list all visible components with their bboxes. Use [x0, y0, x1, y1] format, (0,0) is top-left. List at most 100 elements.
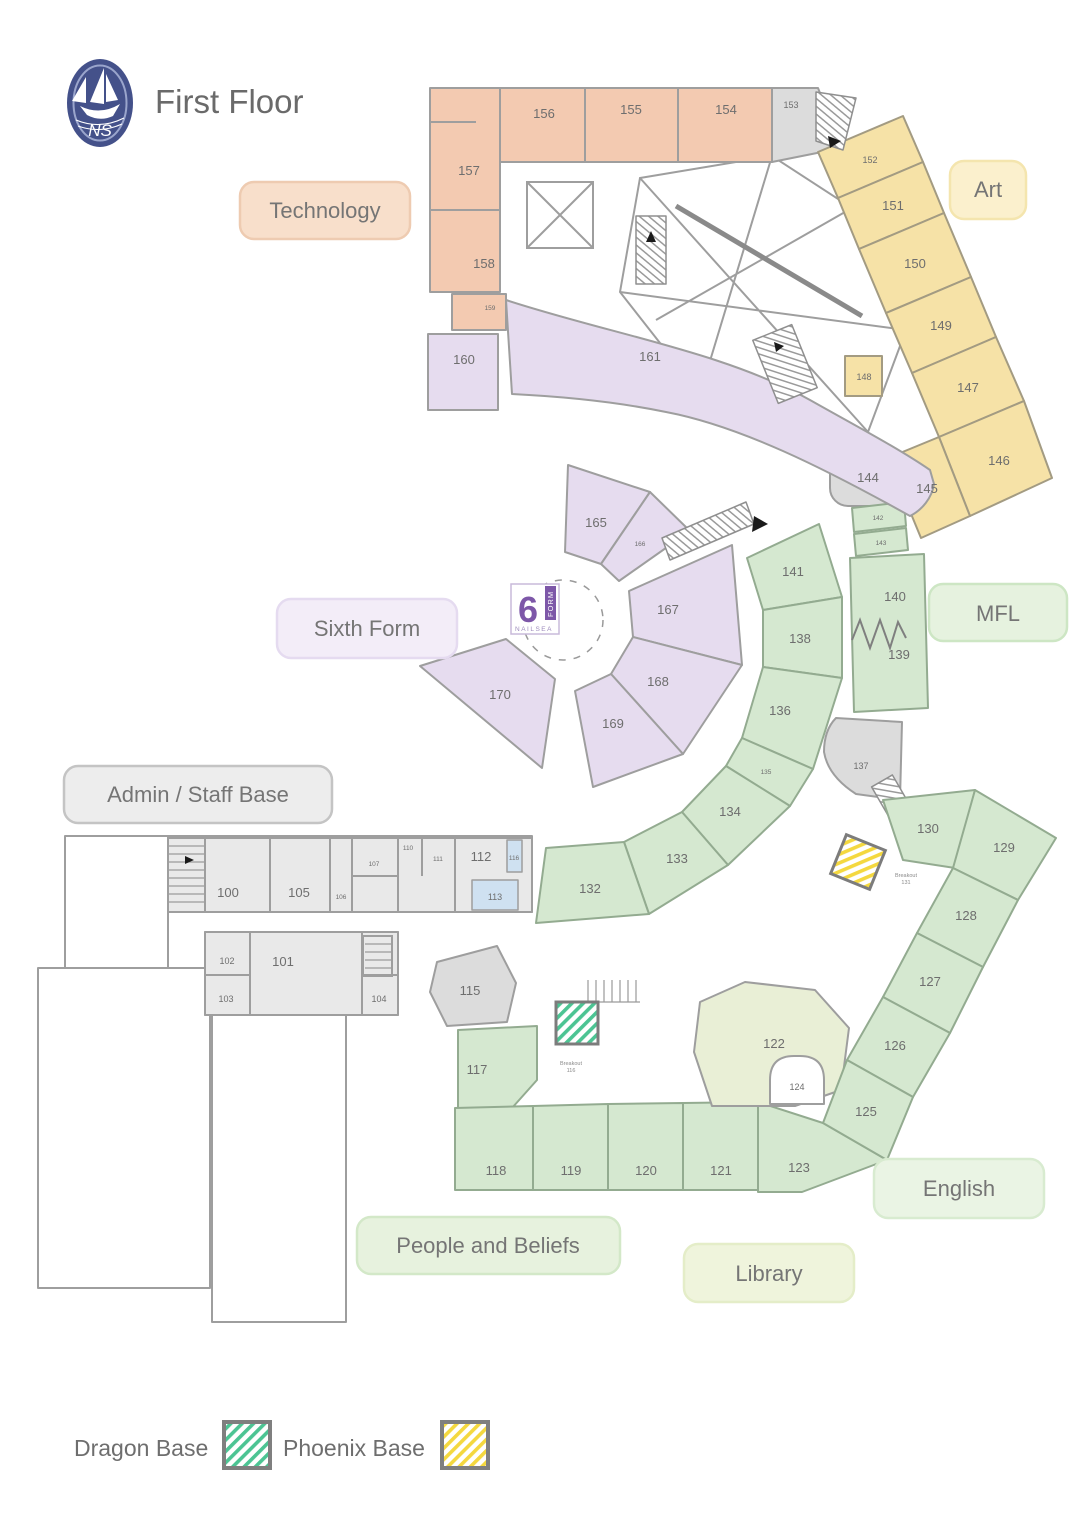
admin-label-box	[62, 764, 334, 825]
sixth-form-logo-numeral: 6	[518, 589, 538, 630]
room-113-label: 113	[488, 892, 502, 902]
stairs-arrow-ring	[752, 516, 768, 532]
room-147-label: 147	[957, 380, 979, 395]
room-117-shape	[457, 1025, 538, 1109]
room-141-label: 141	[782, 564, 804, 579]
southwest-hall-shape	[37, 967, 211, 1289]
room-129-label: 129	[993, 840, 1015, 855]
room-102-label: 102	[219, 956, 234, 966]
room-101-label: 101	[272, 954, 294, 969]
room-126-label: 126	[884, 1038, 906, 1053]
room-139-label: 139	[888, 647, 910, 662]
room-130-label: 130	[917, 821, 939, 836]
room-124-label: 124	[789, 1082, 804, 1092]
room-119-label: 119	[561, 1163, 582, 1178]
room-140-139-shape	[849, 553, 929, 713]
school-logo-ring	[72, 64, 128, 142]
room-120-label: 120	[635, 1163, 657, 1178]
room-155-label: 155	[620, 102, 642, 117]
stairs-101	[362, 935, 393, 977]
room-128-label: 128	[955, 908, 977, 923]
room-123-label: 123	[788, 1160, 810, 1175]
room-100-shape	[204, 837, 271, 913]
room-107-label: 107	[369, 861, 380, 868]
room-150-label: 150	[904, 256, 926, 271]
room-105-label: 105	[288, 885, 310, 900]
breakout-english-line2: 131	[901, 880, 910, 886]
room-111-label: 111	[433, 856, 443, 863]
room-160-label: 160	[453, 352, 475, 367]
room-132-label: 132	[579, 881, 601, 896]
breakout-south-line2: 116	[567, 1068, 576, 1074]
legend-phoenix-base-swatch	[440, 1420, 490, 1470]
room-125-label: 125	[855, 1104, 877, 1119]
room-168-label: 168	[647, 674, 669, 689]
stairs-atrium-west	[635, 215, 667, 285]
room-115-label: 115	[460, 983, 481, 998]
room-169-label: 169	[602, 716, 624, 731]
room-labels: 156 155 154 153 157 158 159 160 161 152 …	[217, 100, 1015, 1178]
page-title: First Floor	[155, 83, 304, 120]
south-wing	[454, 980, 888, 1193]
escalator-line	[674, 203, 864, 319]
library-label-box	[682, 1242, 856, 1304]
room-153-label: 153	[783, 100, 798, 110]
english-label: English	[923, 1176, 995, 1201]
room-132-shape	[535, 841, 650, 924]
room-166-label: 166	[635, 541, 646, 548]
room-137-label: 137	[853, 761, 868, 771]
room-158-shape	[429, 209, 501, 293]
room-165-label: 165	[585, 515, 607, 530]
room-148-label: 148	[856, 372, 871, 382]
breakout-south-line1: Breakout	[560, 1061, 582, 1067]
stairs-arrow-atrium-west	[646, 231, 656, 242]
sixth-form-logo-form: FORM	[546, 591, 555, 617]
people-and-beliefs-label: People and Beliefs	[396, 1233, 579, 1258]
room-124-shape	[769, 1055, 825, 1105]
library-label: Library	[735, 1261, 802, 1286]
room-157-shape	[429, 87, 501, 211]
stairs-and-markers	[554, 91, 888, 1046]
room-137-shape	[823, 717, 903, 801]
art-label-box	[948, 159, 1028, 221]
people-and-beliefs-label-box	[355, 1215, 622, 1276]
room-110-label: 110	[403, 845, 414, 852]
stairs-arrow-art	[828, 136, 841, 148]
room-134-label: 134	[719, 804, 741, 819]
room-140-label: 140	[884, 589, 906, 604]
room-113-shape	[471, 879, 519, 911]
room-159-shape	[451, 293, 507, 331]
folding-wall-zigzag	[851, 617, 907, 652]
room-160-shape	[427, 333, 499, 411]
sixth-form-logo-strip	[545, 586, 556, 620]
room-118-label: 118	[486, 1163, 507, 1178]
classroom-ring	[535, 523, 843, 924]
room-105-shape	[269, 837, 331, 913]
legend: Dragon Base Phoenix Base	[74, 1420, 490, 1470]
room-156-label: 156	[533, 106, 555, 121]
header: NS First Floor	[67, 59, 304, 147]
room-170-label: 170	[489, 687, 511, 702]
south-hall-shape	[211, 1006, 347, 1323]
room-144-label: 144	[857, 470, 879, 485]
room-146-label: 146	[988, 453, 1010, 468]
room-110-111-shape	[397, 837, 456, 913]
school-logo: NS	[67, 59, 133, 147]
school-logo-initials: NS	[88, 121, 112, 140]
room-143-label: 143	[876, 540, 887, 547]
lift-shaft-cross	[526, 181, 594, 249]
room-151-label: 151	[882, 198, 904, 213]
room-123-shape	[757, 1101, 888, 1193]
legend-dragon-base-swatch	[222, 1420, 272, 1470]
room-157-label: 157	[458, 163, 480, 178]
english-wing	[822, 789, 1057, 1161]
room-142-label: 142	[873, 515, 884, 522]
room-127-label: 127	[919, 974, 941, 989]
room-143-shape	[853, 527, 909, 557]
room-116-label: 116	[509, 855, 520, 862]
room-121-label: 121	[710, 1163, 732, 1178]
mfl-label: MFL	[976, 601, 1020, 626]
stairs-south-comb	[586, 980, 640, 1003]
stairs-101-treads	[365, 943, 391, 969]
